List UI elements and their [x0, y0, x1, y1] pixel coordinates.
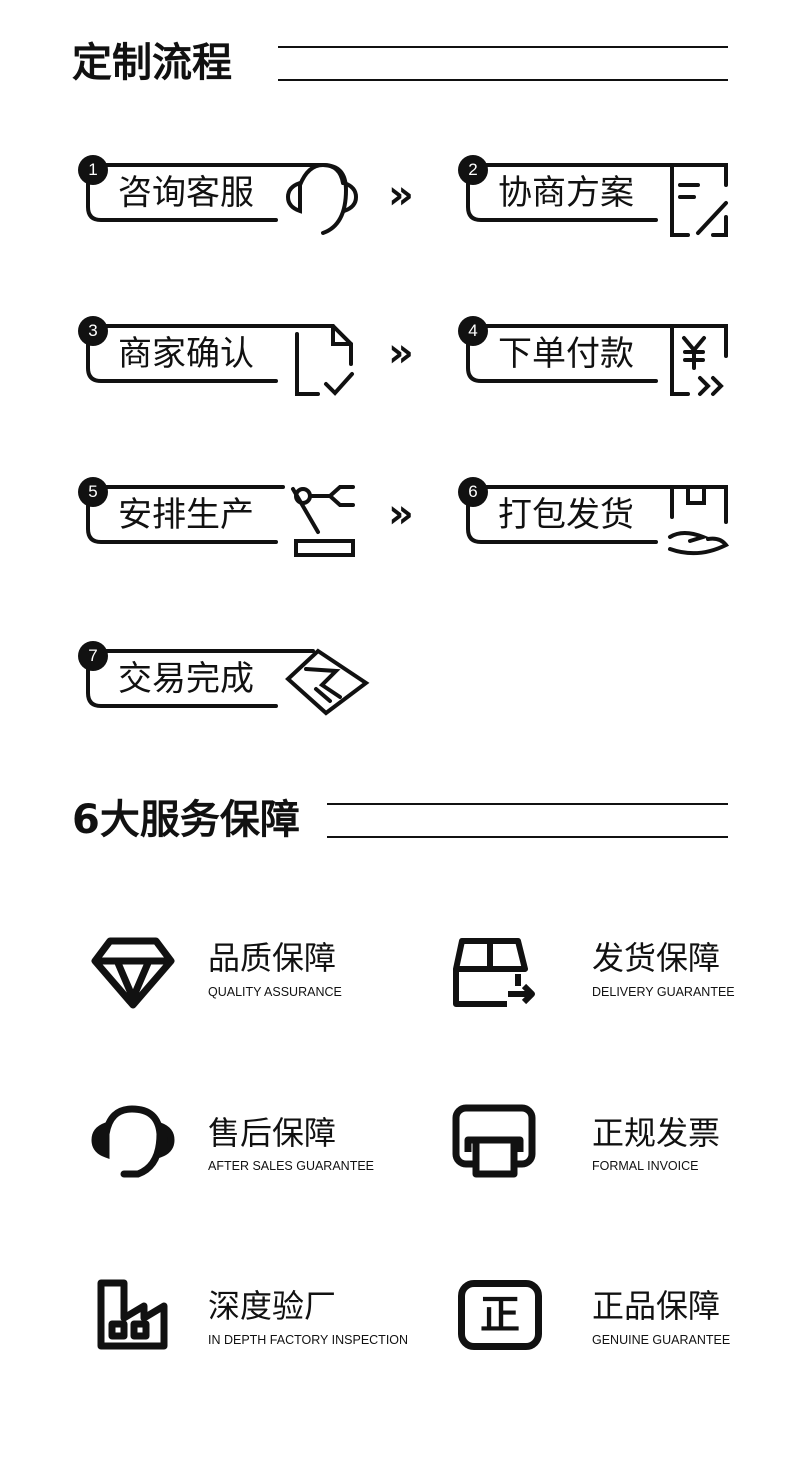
services-title: 6大服务保障	[72, 797, 300, 843]
step-production: 5 安排生产	[78, 477, 378, 567]
chevron-right-icon: »	[388, 491, 414, 537]
divider	[278, 79, 728, 81]
step-negotiate: 2 协商方案	[458, 155, 758, 245]
step-consult: 1 咨询客服	[78, 155, 378, 245]
step-label: 协商方案	[498, 173, 634, 213]
step-label: 下单付款	[498, 334, 634, 374]
step-number-badge: 4	[468, 321, 478, 340]
service-title: 品质保障	[208, 939, 337, 977]
step-label: 安排生产	[118, 495, 254, 535]
service-subtitle: FORMAL INVOICE	[592, 1159, 699, 1173]
diamond-icon	[91, 937, 175, 1009]
service-subtitle: IN DEPTH FACTORY INSPECTION	[208, 1333, 409, 1347]
service-title: 正规发票	[592, 1114, 721, 1152]
document-pen-icon	[670, 163, 728, 237]
step-payment: 4 下单付款	[458, 316, 758, 406]
divider	[327, 836, 728, 838]
service-subtitle: AFTER SALES GUARANTEE	[208, 1159, 375, 1173]
service-subtitle: QUALITY ASSURANCE	[208, 985, 342, 999]
chevron-right-icon: »	[388, 172, 414, 218]
service-title: 正品保障	[592, 1287, 721, 1325]
step-label: 交易完成	[118, 659, 254, 699]
step-number-badge: 1	[88, 160, 98, 179]
yuan-payment-icon	[670, 324, 724, 396]
service-title: 售后保障	[208, 1114, 337, 1152]
chevron-right-icon: »	[388, 330, 414, 376]
headset-icon	[91, 1105, 175, 1178]
robot-arm-icon	[291, 485, 355, 557]
step-number-badge: 3	[88, 321, 98, 340]
step-complete: 7 交易完成	[78, 641, 378, 731]
step-shipping: 6 打包发货	[458, 477, 758, 567]
process-title: 定制流程	[72, 40, 232, 86]
step-number-badge: 2	[468, 160, 478, 179]
factory-icon	[97, 1279, 168, 1350]
package-hand-icon	[668, 485, 730, 556]
step-confirm: 3 商家确认	[78, 316, 378, 406]
divider	[327, 803, 728, 805]
step-label: 咨询客服	[118, 173, 254, 213]
step-number-badge: 7	[88, 646, 98, 665]
genuine-stamp-icon: 正	[458, 1280, 542, 1350]
service-title: 深度验厂	[208, 1287, 337, 1325]
service-title: 发货保障	[592, 939, 721, 977]
step-label: 商家确认	[118, 334, 254, 374]
document-check-icon	[295, 324, 354, 396]
service-subtitle: GENUINE GUARANTEE	[592, 1333, 731, 1347]
divider	[278, 46, 728, 48]
headset-icon	[285, 162, 359, 235]
delivery-box-icon	[453, 938, 535, 1007]
step-number-badge: 5	[88, 482, 98, 501]
step-number-badge: 6	[468, 482, 478, 501]
printer-icon	[452, 1104, 536, 1178]
service-subtitle: DELIVERY GUARANTEE	[592, 985, 735, 999]
step-label: 打包发货	[498, 495, 634, 535]
handshake-icon	[285, 648, 370, 716]
